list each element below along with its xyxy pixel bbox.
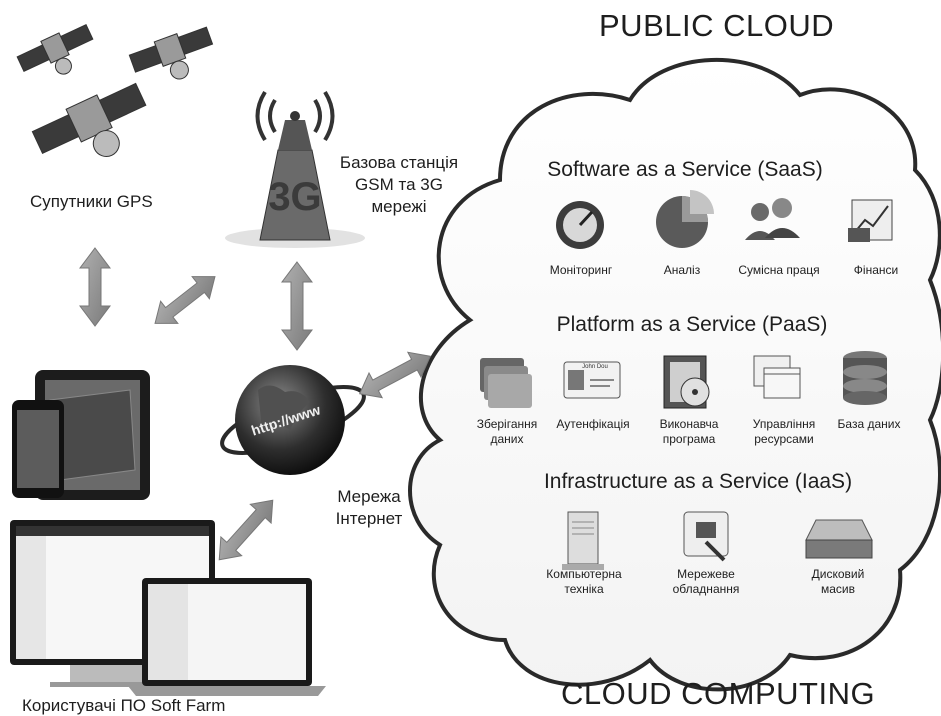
service-label: Моніторинг: [549, 263, 613, 277]
base-station-line-3: мережі: [371, 197, 427, 216]
database-icon: [843, 351, 887, 405]
pie-chart-icon: [656, 190, 714, 248]
service-label-line: Управління: [752, 417, 816, 431]
internet-line-2: Інтернет: [335, 509, 403, 528]
service-label-line: обладнання: [672, 582, 740, 596]
server-icon: [562, 511, 604, 570]
folders-icon: [480, 358, 532, 408]
service-label: Зберігання даних: [471, 417, 543, 447]
service-label-line: Виконавча: [659, 417, 719, 431]
service-label-line: Компьютерна: [546, 567, 622, 581]
public-cloud-title: PUBLIC CLOUD: [599, 8, 835, 43]
base-station-line-1: Базова станція: [339, 153, 459, 172]
windows-icon: [753, 355, 801, 399]
service-label-line: Мережеве: [677, 567, 735, 581]
saas-title: Software as a Service (SaaS): [547, 158, 823, 181]
service-label-line: масив: [820, 582, 855, 596]
finance-icon: [848, 199, 893, 242]
service-label: Аутенфікація: [552, 417, 634, 432]
gauge-icon: [556, 201, 604, 249]
satellites-label: Супутники GPS: [30, 192, 153, 211]
service-label: Управління ресурсами: [746, 417, 822, 447]
id-card-icon: [563, 361, 621, 399]
service-label: Дисковий масив: [800, 567, 876, 597]
phone-icon: [12, 400, 64, 498]
people-icon: [745, 198, 800, 240]
3g-badge: 3G: [268, 175, 322, 219]
id-card-name: John Dou: [582, 364, 608, 370]
hard-drive-icon: [805, 519, 873, 559]
cloud-computing-title: CLOUD COMPUTING: [561, 676, 876, 711]
service-label-line: Зберігання: [476, 417, 538, 431]
paas-title: Platform as a Service (PaaS): [556, 313, 828, 336]
base-station-label: Базова станція GSM та 3G мережі: [334, 152, 464, 218]
users-label: Користувачі ПО Soft Farm: [22, 696, 226, 715]
service-label-line: програма: [662, 432, 716, 446]
globe-icon: [220, 365, 366, 475]
service-label: Виконавча програма: [654, 417, 724, 447]
laptop-icon: [128, 578, 326, 696]
connection-arrow: [79, 247, 432, 561]
satellite-icon: [16, 24, 214, 157]
internet-line-1: Мережа: [337, 487, 401, 506]
service-label: Фінанси: [853, 263, 899, 277]
service-label: Мережеве обладнання: [666, 567, 746, 597]
service-label-line: База даних: [837, 417, 901, 431]
base-station-line-2: GSM та 3G: [355, 175, 443, 194]
service-label-line: техніка: [564, 582, 604, 596]
service-label-line: даних: [490, 432, 524, 446]
tower-icon: [225, 90, 365, 248]
service-label-line: Дисковий: [811, 567, 865, 581]
service-label: Сумісна праця: [738, 263, 820, 277]
service-label-line: ресурсами: [754, 432, 814, 446]
network-socket-icon: [683, 511, 729, 562]
iaas-title: Infrastructure as a Service (IaaS): [543, 470, 853, 493]
internet-label: Мережа Інтернет: [326, 486, 412, 530]
service-label: Аналіз: [663, 263, 701, 277]
service-label-line: Аутенфікація: [556, 417, 630, 431]
software-box-icon: [663, 355, 710, 409]
service-label: База даних: [834, 417, 904, 432]
service-label: Компьютерна техніка: [544, 567, 624, 597]
